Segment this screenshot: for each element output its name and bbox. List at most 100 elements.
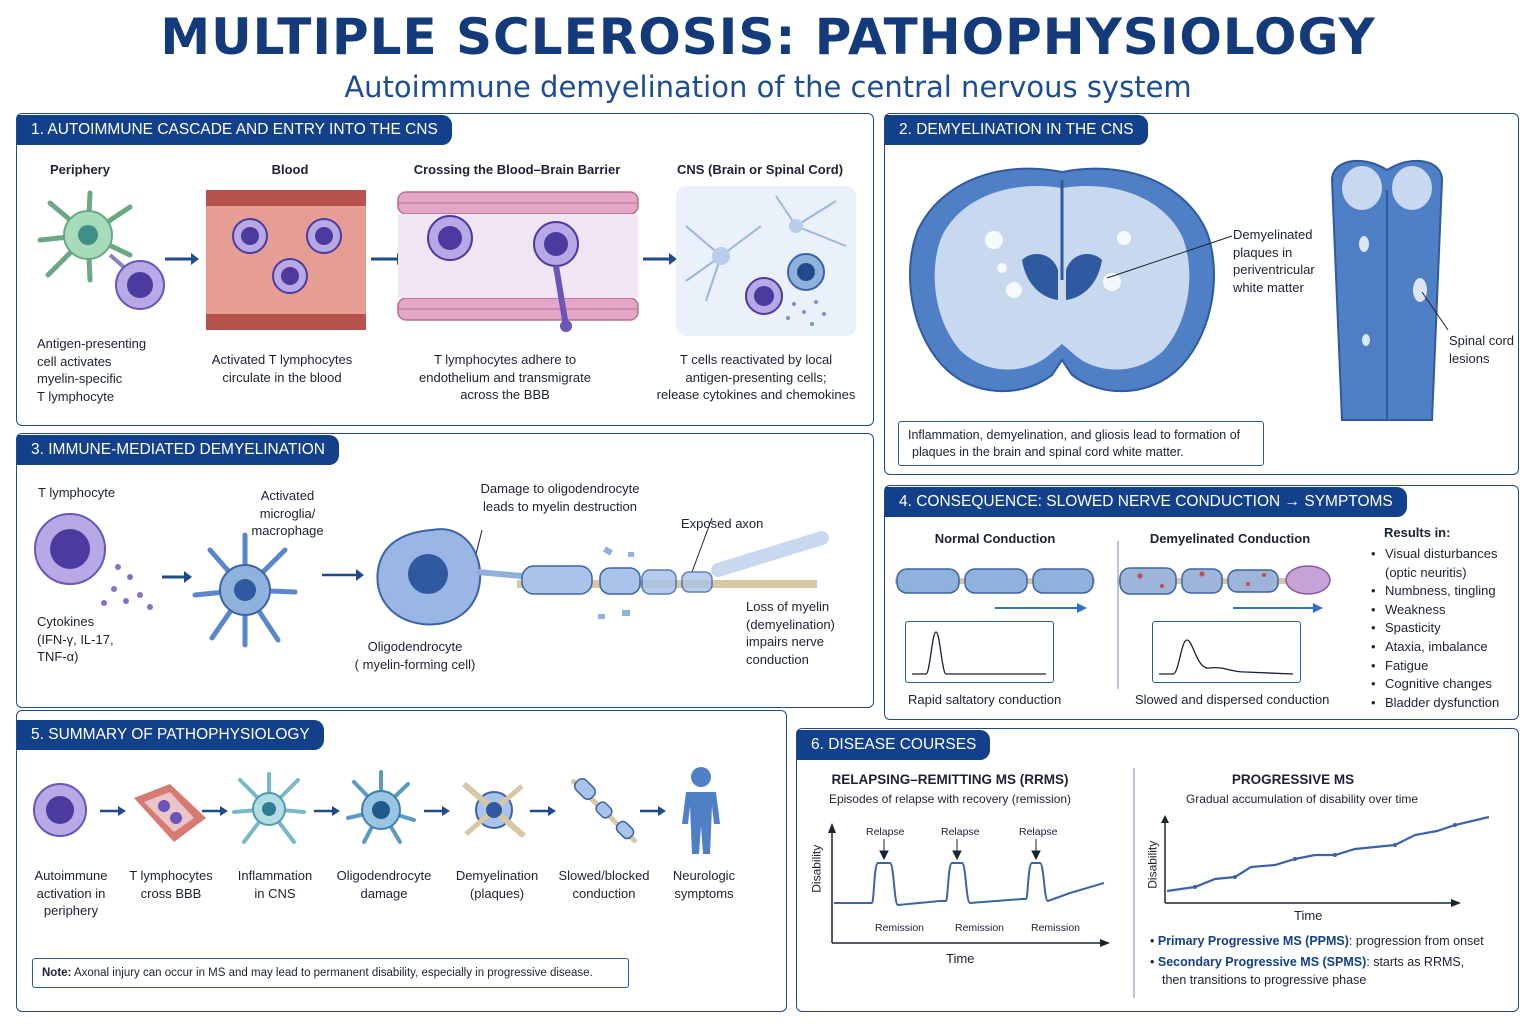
rrms-subtitle: Episodes of relapse with recovery (remis… [828,792,1072,806]
tcell-cytokines-illustration [34,513,153,610]
panel-5-title: 5. SUMMARY OF PATHOPHYSIOLOGY [17,720,324,750]
rrms-xlabel: Time [946,951,975,966]
stage-blood-head: Blood [271,162,309,177]
summary-arrow [424,806,450,816]
cns-caption-line1: Inflammation, demyelination, and gliosis… [908,428,1241,442]
spms-bullet-cont: then transitions to progressive phase [1162,973,1367,987]
rrms-title: RELAPSING–REMITTING MS (RRMS) [831,772,1069,787]
page-title: MULTIPLE SCLEROSIS: PATHOPHYSIOLOGY [160,8,1376,66]
remission-label-3: Remission [1031,922,1081,934]
myelin-loss-label: Loss of myelin(demyelination)impairs ner… [746,599,835,667]
arrow-3 [643,253,677,265]
cns-caption-line2: plaques in the brain and spinal cord whi… [912,445,1184,459]
arrow-5 [322,569,364,581]
tcell-label: T lymphocyte [38,485,116,500]
rrms-ylabel: Disability [809,844,824,893]
normal-axon-illustration [895,568,1095,613]
summary-icon-autoimmune [33,783,87,837]
symptom-item: Ataxia, imbalance [1371,638,1519,657]
summary-arrow [202,806,228,816]
symptom-list: Visual disturbances (optic neuritis) Num… [1371,545,1519,712]
symptom-item: Spasticity [1371,619,1519,638]
panel-4-title: 4. CONSEQUENCE: SLOWED NERVE CONDUCTION … [885,487,1407,517]
summary-arrow [530,806,556,816]
stage-periphery-head: Periphery [50,162,110,177]
spms-bullet: • Secondary Progressive MS (SPMS): start… [1150,955,1465,969]
oligodendrocyte-axon-illustration [376,517,829,626]
progressive-chart [1161,815,1490,907]
stage-bbb-head: Crossing the Blood–Brain Barrier [413,162,621,177]
symptom-item: (optic neuritis) [1385,564,1467,580]
symptom-item: Weakness [1371,601,1519,620]
microglia-illustration [192,532,298,648]
remission-label-2: Remission [955,922,1005,934]
demyelinated-conduction-head: Demyelinated Conduction [1149,531,1311,546]
rrms-chart [828,823,1110,947]
arrow-4 [162,571,192,583]
cns-caption-box: Inflammation, demyelination, and gliosis… [898,421,1264,466]
summary-icon-oligodendrocyte [346,770,416,844]
cytokines-label: Cytokines(IFN-γ, IL-17,TNF-α) [37,614,114,664]
summary-icon-inflammation [232,772,306,844]
normal-conduction-graph [905,621,1054,683]
summary-arrow [100,806,126,816]
symptom-item: Cognitive changes [1371,675,1519,694]
note-text: Axonal injury can occur in MS and may le… [71,967,593,979]
symptom-item: Bladder dysfunction [1371,694,1519,713]
demyelinated-conduction-caption: Slowed and dispersed conduction [1135,692,1330,707]
normal-conduction-head: Normal Conduction [934,531,1056,546]
oligodendrocyte-label: Oligodendrocyte( myelin-forming cell) [354,639,476,672]
brain-section-illustration [909,167,1233,393]
apc-tcell-illustration [37,190,165,310]
normal-conduction-caption: Rapid saltatory conduction [908,692,1062,707]
note-label: Note: [42,967,72,979]
summary-note-box: Note: Axonal injury can occur in MS and … [32,958,629,988]
ppms-bullet: • Primary Progressive MS (PPMS): progres… [1150,934,1484,948]
summary-icon-bbb [134,784,206,842]
exposed-axon-label: Exposed axon [681,516,764,531]
panel-3-title: 3. IMMUNE-MEDIATED DEMYELINATION [17,435,339,465]
remission-label-1: Remission [875,922,925,934]
spinal-cord-illustration [1330,160,1449,421]
demyelinated-conduction-graph [1152,621,1301,683]
panel-6-title: 6. DISEASE COURSES [797,730,991,760]
blood-vessel-illustration [206,190,366,330]
summary-icon-human-figure [682,767,720,854]
demyelinated-axon-illustration [1118,565,1331,613]
panel-2-title: 2. DEMYELINATION IN THE CNS [885,115,1148,145]
relapse-label-1: Relapse [866,826,905,838]
summary-icon-demyelination [462,781,526,839]
progressive-xlabel: Time [1294,908,1323,923]
summary-icon-slowed-conduction [570,778,638,844]
summary-arrow [640,806,666,816]
progressive-title: PROGRESSIVE MS [1231,772,1355,787]
symptom-item: Numbness, tingling [1371,582,1519,601]
summary-step-5: Demyelination(plaques) [455,868,539,901]
conduction-divider [1117,541,1119,689]
panel-disease-courses [796,728,1519,1012]
progressive-ylabel: Disability [1145,840,1160,889]
results-heading: Results in: [1384,525,1451,540]
stage-cns-head: CNS (Brain or Spinal Cord) [676,162,844,177]
cns-illustration [676,186,856,336]
relapse-label-2: Relapse [941,826,980,838]
summary-arrow [314,806,340,816]
arrow-1 [165,253,199,265]
relapse-label-3: Relapse [1019,826,1058,838]
bbb-illustration [397,191,639,332]
courses-divider [1133,768,1135,998]
